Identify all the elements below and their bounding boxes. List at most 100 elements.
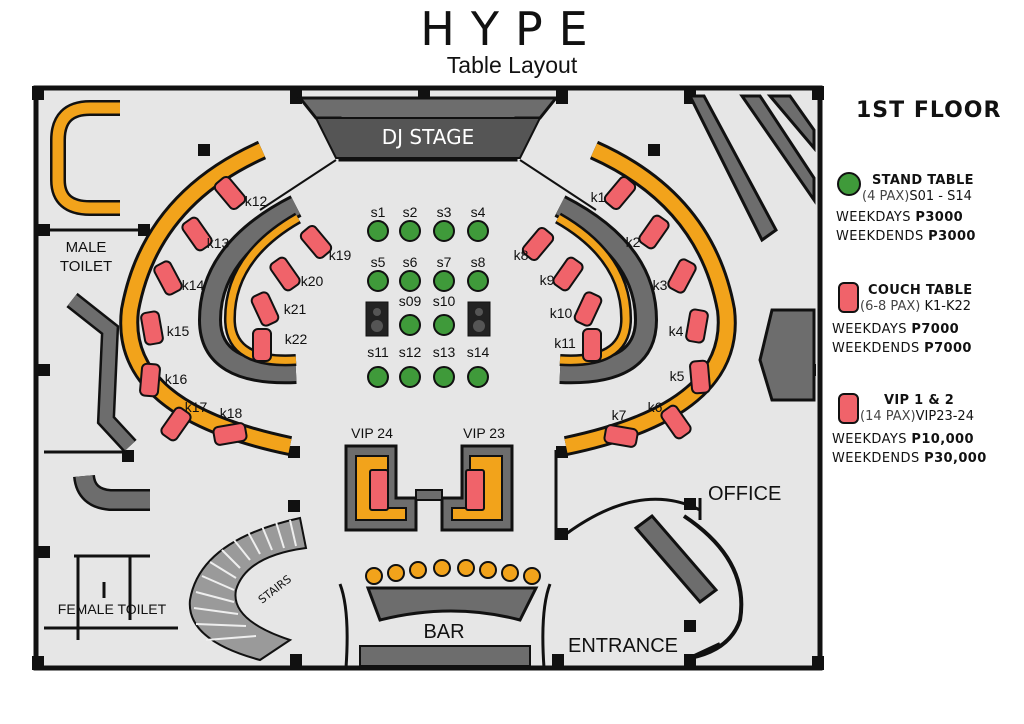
- couch-table-label: k18: [220, 405, 243, 421]
- couch-table-label: k9: [540, 272, 555, 288]
- couch-table-label: k11: [554, 335, 576, 351]
- stand-table-s6[interactable]: [399, 270, 421, 292]
- stand-table-s7[interactable]: [433, 270, 455, 292]
- stand-table-label: s10: [433, 293, 456, 309]
- bar-counter: [365, 586, 539, 622]
- floor-title: 1ST FLOOR: [856, 98, 1002, 123]
- male-toilet-label-2: TOILET: [60, 258, 112, 275]
- bar-stool: [457, 559, 475, 577]
- stand-table-label: s7: [437, 254, 452, 270]
- bar-stool: [365, 567, 383, 585]
- couch-legend-weekends: WEEKDENDS P7000: [832, 341, 972, 356]
- stand-table-label: s13: [433, 344, 456, 360]
- stand-table-label: s12: [399, 344, 422, 360]
- stand-table-s3[interactable]: [433, 220, 455, 242]
- bar-stool: [501, 564, 519, 582]
- stand-table-s2[interactable]: [399, 220, 421, 242]
- couch-legend-pax: (6-8 PAX) K1-K22: [860, 299, 972, 314]
- vip-legend-icon: [838, 393, 859, 424]
- couch-table-label: k20: [301, 273, 324, 289]
- vip-legend-title: VIP 1 & 2: [884, 393, 955, 408]
- vip-23-label: VIP 23: [463, 425, 505, 441]
- couch-table-label: k14: [182, 277, 205, 293]
- couch-table-k2[interactable]: [637, 214, 670, 251]
- couch-table-label: k4: [669, 323, 684, 339]
- stand-table-label: s11: [367, 344, 389, 360]
- couch-table-label: k7: [612, 407, 627, 423]
- vip-24-area[interactable]: [344, 444, 418, 532]
- couch-table-k18[interactable]: [212, 422, 248, 446]
- stand-table-s10[interactable]: [433, 314, 455, 336]
- couch-table-k9[interactable]: [551, 256, 584, 293]
- couch-legend-title: COUCH TABLE: [868, 283, 973, 298]
- couch-table-label: k17: [185, 399, 208, 415]
- bar-stool: [409, 561, 427, 579]
- stand-legend-weekdays: WEEKDAYS P3000: [836, 210, 964, 225]
- couch-table-k15[interactable]: [140, 310, 164, 346]
- couch-table-k6[interactable]: [659, 404, 692, 441]
- couch-table-k4[interactable]: [685, 308, 709, 344]
- couch-table-k16[interactable]: [139, 362, 161, 398]
- couch-table-k12[interactable]: [213, 175, 247, 211]
- couch-table-label: k2: [626, 234, 641, 250]
- stand-table-label: s1: [371, 204, 386, 220]
- stand-table-s11[interactable]: [367, 366, 389, 388]
- stand-table-label: s3: [437, 204, 452, 220]
- vip-legend-pax: (14 PAX)VIP23-24: [860, 409, 974, 424]
- couch-table-k14[interactable]: [153, 260, 184, 297]
- couch-table-k21[interactable]: [250, 291, 280, 328]
- speaker-icon: [365, 301, 389, 337]
- couch-table-label: k10: [550, 305, 573, 321]
- couch-table-k11[interactable]: [582, 328, 602, 362]
- couch-table-k5[interactable]: [689, 359, 711, 395]
- stand-table-label: s8: [471, 254, 486, 270]
- couch-table-k8[interactable]: [521, 226, 555, 262]
- bar-label: BAR: [423, 621, 464, 643]
- bar-stool: [523, 567, 541, 585]
- stand-table-label: s6: [403, 254, 418, 270]
- couch-table-label: k13: [207, 235, 230, 251]
- couch-table-label: k19: [329, 247, 352, 263]
- couch-table-label: k12: [245, 193, 268, 209]
- female-toilet-label: FEMALE TOILET: [58, 601, 167, 617]
- couch-table-k19[interactable]: [299, 224, 333, 260]
- couch-table-label: k8: [514, 247, 529, 263]
- page-subtitle: Table Layout: [446, 52, 578, 78]
- couch-table-k3[interactable]: [667, 258, 698, 295]
- couch-table-label: k22: [285, 331, 308, 347]
- stand-table-label: s5: [371, 254, 386, 270]
- stand-table-s14[interactable]: [467, 366, 489, 388]
- couch-table-label: k5: [670, 368, 685, 384]
- stairs: [188, 516, 308, 662]
- couch-table-k1[interactable]: [603, 175, 637, 211]
- couch-table-k17[interactable]: [159, 406, 192, 443]
- vip-legend-weekdays: WEEKDAYS P10,000: [832, 432, 974, 447]
- vip-legend-weekends: WEEKDENDS P30,000: [832, 451, 987, 466]
- stand-table-s13[interactable]: [433, 366, 455, 388]
- right-outer-sofa: [564, 143, 734, 453]
- couch-table-k7[interactable]: [603, 424, 639, 448]
- couch-table-label: k15: [167, 323, 190, 339]
- stand-table-s09[interactable]: [399, 314, 421, 336]
- stand-table-s1[interactable]: [367, 220, 389, 242]
- stand-legend-pax: (4 PAX)S01 - S14: [862, 189, 972, 204]
- couch-table-k10[interactable]: [573, 291, 603, 328]
- couch-table-k20[interactable]: [268, 256, 301, 293]
- stand-table-s8[interactable]: [467, 270, 489, 292]
- stand-legend-title: STAND TABLE: [872, 173, 974, 188]
- couch-table-label: k16: [165, 371, 188, 387]
- stand-table-s12[interactable]: [399, 366, 421, 388]
- office-label: OFFICE: [708, 483, 781, 505]
- stand-table-s4[interactable]: [467, 220, 489, 242]
- brand-logo: HYPE: [420, 2, 604, 56]
- couch-table-k13[interactable]: [180, 216, 213, 253]
- gray-wall-panel: [67, 294, 135, 451]
- dj-stage-label: DJ STAGE: [382, 125, 474, 149]
- couch-table-k22[interactable]: [252, 328, 272, 362]
- stand-table-legend-icon: [837, 172, 861, 196]
- stand-table-s5[interactable]: [367, 270, 389, 292]
- couch-table-label: k6: [648, 399, 663, 415]
- bar-stools: [365, 559, 541, 585]
